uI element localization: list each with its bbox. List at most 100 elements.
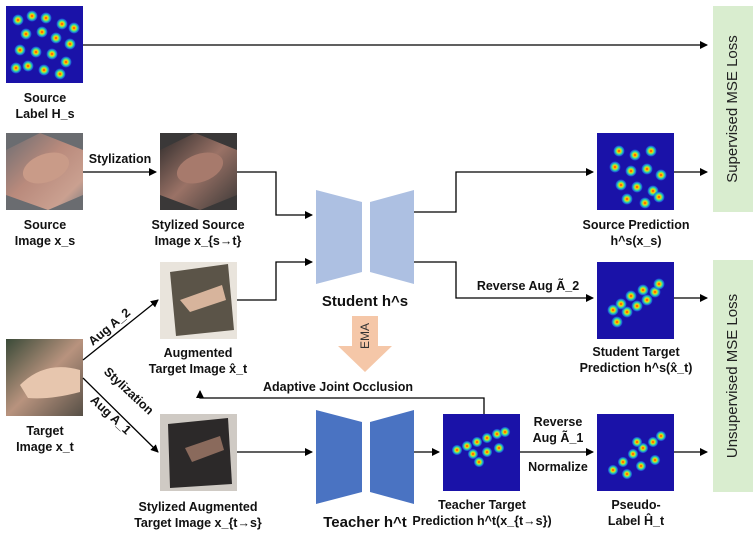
augmented-line1: Augmented	[164, 346, 233, 360]
heatmap-keypoint	[56, 18, 68, 30]
aug-a2-label: Aug A_2	[86, 305, 134, 348]
heatmap-keypoint	[467, 448, 479, 460]
target-image-line1: Target	[26, 424, 64, 438]
reverse-aug-1-line1: Reverse	[534, 415, 583, 429]
heatmap-keypoint	[655, 169, 667, 181]
heatmap-keypoint	[10, 62, 22, 74]
student-target-line1: Student Target	[592, 345, 680, 359]
unsupervised-loss-label: Unsupervised MSE Loss	[724, 294, 741, 458]
heatmap-keypoint	[639, 197, 651, 209]
heatmap-keypoint	[641, 163, 653, 175]
reverse-aug-1-line2: Aug Ã_1	[533, 430, 584, 445]
heatmap-keypoint	[625, 290, 637, 302]
source-prediction-line1: Source Prediction	[583, 218, 690, 232]
heatmap-keypoint	[635, 460, 647, 472]
heatmap-keypoint	[625, 165, 637, 177]
stylized-source-image	[160, 133, 237, 210]
unsupervised-loss-box	[713, 260, 753, 492]
heatmap-keypoint	[607, 464, 619, 476]
heatmap-keypoint	[631, 436, 643, 448]
heatmap-keypoint	[627, 448, 639, 460]
heatmap-keypoint	[30, 46, 42, 58]
heatmap-keypoint	[14, 44, 26, 56]
heatmap-keypoint	[471, 436, 483, 448]
heatmap-keypoint	[38, 64, 50, 76]
normalize-label: Normalize	[528, 460, 588, 474]
source-label-heatmap	[6, 6, 83, 83]
heatmap-keypoint	[613, 145, 625, 157]
target-image	[6, 339, 83, 416]
student-target-line2: Prediction h^s(x̂_t)	[580, 361, 693, 375]
heatmap-keypoint	[653, 191, 665, 203]
heatmap-keypoint	[641, 294, 653, 306]
source-label-line1: Source	[24, 91, 66, 105]
heatmap-keypoint	[36, 26, 48, 38]
source-prediction-heatmap	[597, 133, 674, 210]
adaptive-occlusion-label: Adaptive Joint Occlusion	[263, 380, 413, 394]
heatmap-keypoint	[26, 10, 38, 22]
heatmap-keypoint	[621, 193, 633, 205]
heatmap-keypoint	[461, 440, 473, 452]
source-image-line2: Image x_s	[15, 234, 76, 248]
heatmap-keypoint	[12, 14, 24, 26]
stylized-augmented-target-image	[160, 414, 237, 491]
heatmap-keypoint	[607, 304, 619, 316]
target-image-line2: Image x_t	[16, 440, 75, 454]
augmented-line2: Target Image x̂_t	[149, 362, 248, 376]
student-network	[316, 190, 414, 284]
heatmap-keypoint	[20, 28, 32, 40]
pseudo-label-heatmap	[597, 414, 674, 491]
augmented-target-image	[160, 262, 237, 339]
stylized-aug-line2: Target Image x_{t→s}	[134, 516, 262, 530]
heatmap-keypoint	[655, 430, 667, 442]
pseudo-label-line2: Label Ĥ_t	[608, 513, 665, 528]
heatmap-keypoint	[611, 316, 623, 328]
stylized-source-line2: Image x_{s→t}	[155, 234, 242, 248]
pseudo-label-line1: Pseudo-	[611, 498, 660, 512]
source-prediction-line2: h^s(x_s)	[610, 234, 661, 248]
student-target-prediction-heatmap	[597, 262, 674, 339]
heatmap-keypoint	[637, 284, 649, 296]
heatmap-keypoint	[653, 278, 665, 290]
heatmap-keypoint	[621, 468, 633, 480]
teacher-target-line2: Prediction h^t(x_{t→s})	[412, 514, 551, 528]
ema-label: EMA	[358, 323, 372, 349]
source-image	[6, 133, 83, 210]
ema-arrow	[338, 316, 392, 372]
heatmap-keypoint	[481, 432, 493, 444]
heatmap-keypoint	[493, 442, 505, 454]
heatmap-keypoint	[649, 454, 661, 466]
stylization-top-label: Stylization	[89, 152, 152, 166]
heatmap-keypoint	[54, 68, 66, 80]
teacher-network	[316, 410, 414, 504]
student-label: Student h^s	[322, 293, 408, 310]
heatmap-keypoint	[64, 38, 76, 50]
teacher-target-line1: Teacher Target	[438, 498, 527, 512]
stylized-source-line1: Stylized Source	[151, 218, 244, 232]
heatmap-keypoint	[481, 446, 493, 458]
aug-a1-label: Aug A_1	[88, 393, 134, 438]
heatmap-keypoint	[451, 444, 463, 456]
heatmap-keypoint	[609, 161, 621, 173]
heatmap-keypoint	[499, 426, 511, 438]
heatmap-keypoint	[631, 181, 643, 193]
heatmap-keypoint	[473, 456, 485, 468]
teacher-label: Teacher h^t	[323, 514, 407, 531]
supervised-loss-label: Supervised MSE Loss	[724, 35, 741, 183]
heatmap-keypoint	[22, 60, 34, 72]
heatmap-keypoint	[50, 32, 62, 44]
heatmap-keypoint	[40, 12, 52, 24]
heatmap-keypoint	[615, 179, 627, 191]
heatmap-keypoint	[629, 149, 641, 161]
source-image-line1: Source	[24, 218, 66, 232]
heatmap-keypoint	[46, 48, 58, 60]
heatmap-keypoint	[617, 456, 629, 468]
source-label-line2: Label H_s	[15, 107, 74, 121]
heatmap-keypoint	[631, 300, 643, 312]
supervised-loss-box	[713, 6, 753, 212]
heatmap-keypoint	[68, 22, 80, 34]
stylized-aug-line1: Stylized Augmented	[139, 500, 258, 514]
heatmap-keypoint	[645, 145, 657, 157]
teacher-target-prediction-heatmap	[443, 414, 520, 491]
